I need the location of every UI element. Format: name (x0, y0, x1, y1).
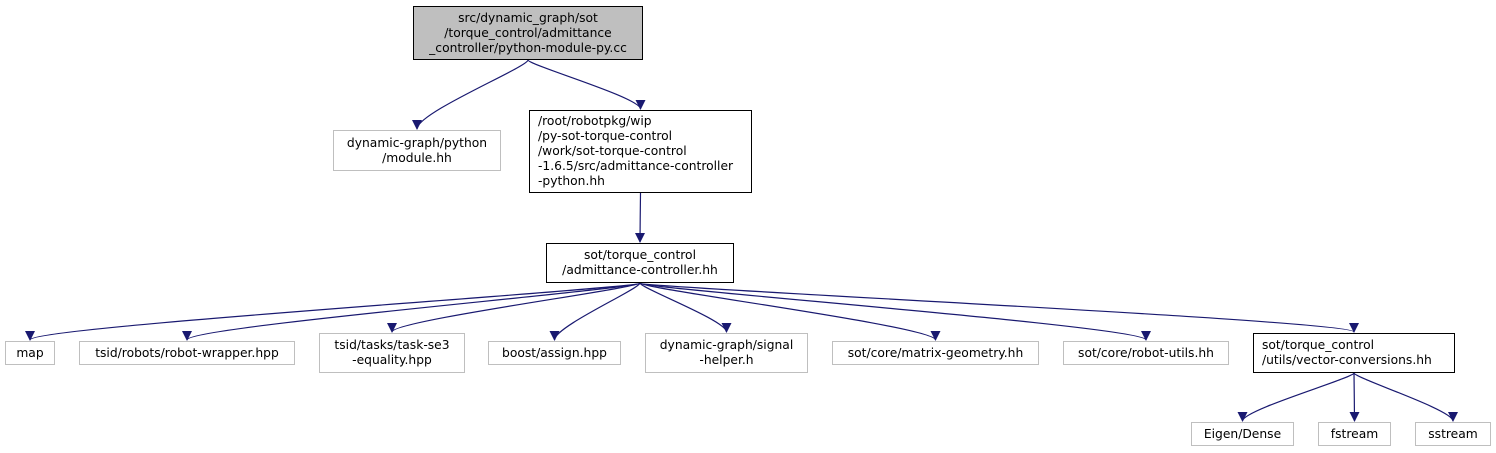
node-label-line: -helper.h (699, 353, 754, 367)
edge-adm_controller_hh-to-robot_wrapper (182, 282, 641, 341)
node-label-line: sot/core/matrix-geometry.hh (847, 345, 1024, 360)
node-label-line: sot/torque_control (1262, 338, 1375, 352)
edge-root-to-module_hh (412, 59, 529, 130)
node-root-python-module-py-cc[interactable]: src/dynamic_graph/sot/torque_control/adm… (413, 6, 643, 60)
node-label-line: -equality.hpp (352, 353, 432, 367)
node-label-line: /utils/vector-conversions.hh (1262, 353, 1432, 367)
node-label-line: Eigen/Dense (1203, 426, 1282, 441)
node-label-line: _controller/python-module-py.cc (429, 40, 627, 55)
node-tsid-task-se3-equality-hpp[interactable]: tsid/tasks/task-se3-equality.hpp (319, 333, 465, 373)
edge-adm_controller_hh-to-signal_helper (639, 282, 732, 333)
node-label-line: dynamic-graph/python (346, 135, 488, 150)
node-label-line: sot/torque_control (583, 248, 697, 262)
node-label-line: sstream (1428, 426, 1478, 441)
node-label-line: tsid/tasks/task-se3 (334, 338, 450, 352)
edge-adm_controller_hh-to-task_se3 (387, 282, 641, 333)
edge-vector_conv-to-eigen_dense (1237, 372, 1355, 422)
node-label-line: -1.6.5/src/admittance-controller (538, 159, 734, 173)
node-label-line: fstream (1330, 426, 1379, 441)
node-sstream[interactable]: sstream (1415, 422, 1491, 446)
node-dynamic-graph-signal-helper-h[interactable]: dynamic-graph/signal-helper.h (645, 333, 808, 373)
node-vector-conversions-hh[interactable]: sot/torque_control/utils/vector-conversi… (1253, 333, 1455, 373)
node-label-line: /work/sot-torque-control (538, 144, 687, 158)
node-tsid-robot-wrapper-hpp[interactable]: tsid/robots/robot-wrapper.hpp (79, 341, 295, 365)
node-admittance-controller-python-hh[interactable]: /root/robotpkg/wip/py-sot-torque-control… (529, 110, 752, 193)
node-sot-core-robot-utils-hh[interactable]: sot/core/robot-utils.hh (1063, 341, 1229, 365)
node-map[interactable]: map (5, 341, 55, 365)
node-admittance-controller-hh[interactable]: sot/torque_control/admittance-controller… (546, 243, 734, 283)
node-label-line: /py-sot-torque-control (538, 129, 673, 143)
edge-adm_controller_hh-to-map (25, 282, 641, 341)
node-eigen-dense[interactable]: Eigen/Dense (1191, 422, 1294, 446)
edge-vector_conv-to-fstream (1349, 372, 1360, 422)
edge-adm_controller_hh-to-matrix_geometry (639, 282, 941, 341)
node-label-line: map (16, 345, 44, 360)
node-sot-core-matrix-geometry-hh[interactable]: sot/core/matrix-geometry.hh (832, 341, 1039, 365)
node-fstream[interactable]: fstream (1318, 422, 1391, 446)
node-label-line: /admittance-controller.hh (562, 263, 718, 277)
node-label-line: -python.hh (538, 174, 605, 188)
node-label-line: tsid/robots/robot-wrapper.hpp (95, 345, 279, 360)
edge-adm_python_hh-to-adm_controller_hh (635, 192, 646, 243)
node-label-line: dynamic-graph/signal (659, 338, 794, 352)
edge-adm_controller_hh-to-boost_assign (549, 282, 641, 341)
node-label-line: /root/robotpkg/wip (538, 114, 652, 128)
node-label-line: sot/core/robot-utils.hh (1078, 345, 1214, 360)
edge-adm_controller_hh-to-vector_conv (639, 282, 1359, 333)
node-label-line: /module.hh (382, 150, 452, 165)
edge-adm_controller_hh-to-robot_utils (639, 282, 1151, 341)
edge-root-to-adm_python_hh (527, 59, 646, 110)
node-label-line: /torque_control/admittance (444, 25, 612, 40)
node-boost-assign-hpp[interactable]: boost/assign.hpp (488, 341, 621, 365)
node-label-line: src/dynamic_graph/sot (458, 10, 598, 25)
node-dynamic-graph-python-module-hh[interactable]: dynamic-graph/python/module.hh (333, 130, 501, 171)
node-label-line: boost/assign.hpp (502, 345, 607, 360)
edge-vector_conv-to-sstream (1353, 372, 1458, 422)
